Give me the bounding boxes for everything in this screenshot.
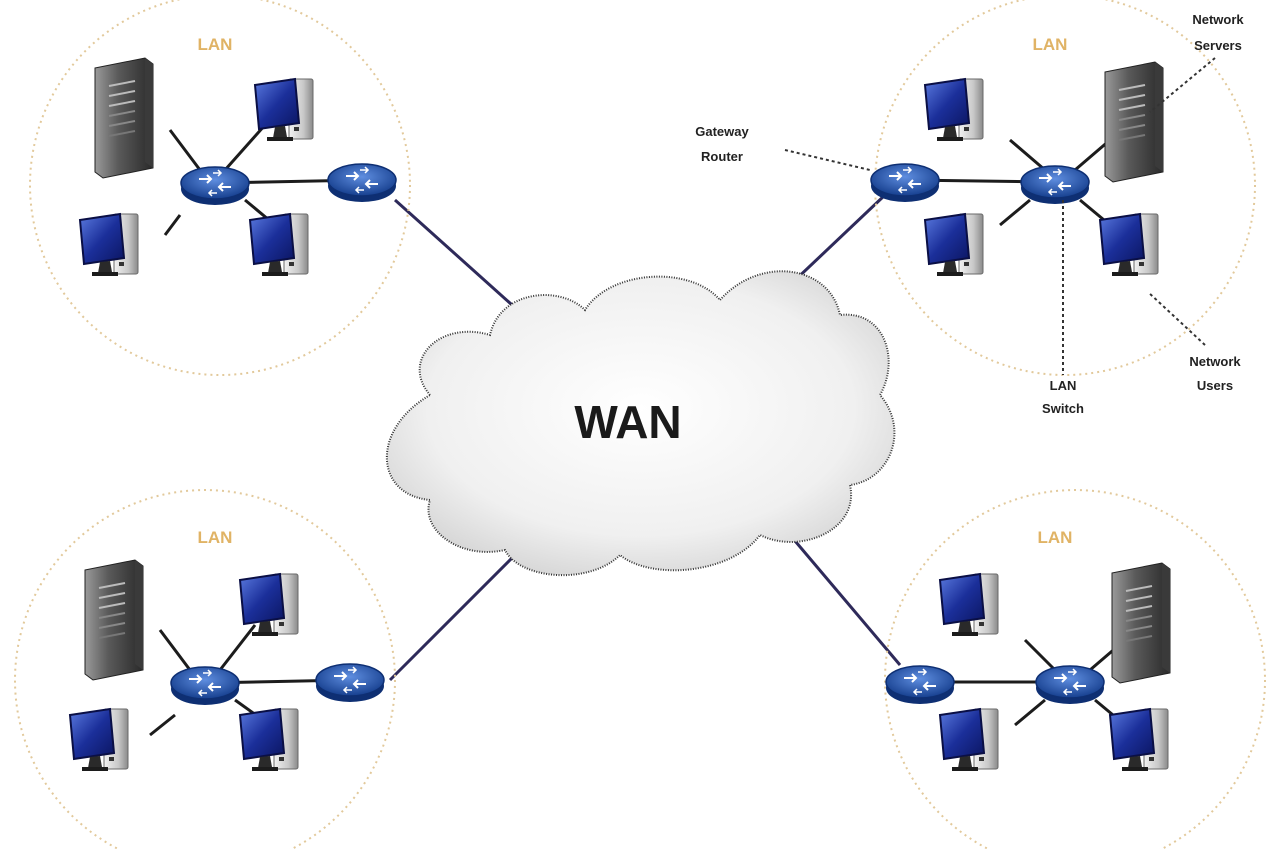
callout-line: Servers [1194,38,1242,53]
server-icon [1104,61,1164,183]
lan-boundary [884,489,1266,849]
workstation-icon [1099,213,1159,277]
callout-line: Gateway [695,124,749,139]
callout-line: Users [1197,378,1233,393]
lan-label: LAN [1038,528,1073,547]
callout-line: LAN [1050,378,1077,393]
callout-network-servers: Network Servers [1149,12,1244,113]
wan-link-top-right [788,193,887,287]
wan-cloud: WAN [385,270,896,577]
workstation-icon [924,78,984,142]
lan-boundary [14,489,396,849]
workstation-icon [79,213,139,277]
lan-switch-icon [1035,665,1105,705]
workstation-icon [249,213,309,277]
callout-line: Network [1189,354,1241,369]
callout-network-users: Network Users [1147,291,1241,393]
workstation-icon [239,573,299,637]
callout-line: Switch [1042,401,1084,416]
lan-boundary [874,0,1256,376]
lan-bottom-right: LAN [884,489,1266,849]
lan-boundary [29,0,411,376]
workstation-icon [939,708,999,772]
lan-switch-icon [180,166,250,206]
server-icon [1111,562,1171,684]
wan-label: WAN [574,396,681,448]
lan-label: LAN [198,528,233,547]
callout-line: Network [1192,12,1244,27]
callout-gateway-router: Gateway Router [695,124,871,171]
workstation-icon [254,78,314,142]
lan-top-right: LAN [870,0,1256,376]
wan-link-bottom-right [788,534,902,666]
callout-line: Router [701,149,743,164]
workstation-icon [939,573,999,637]
server-icon [84,559,144,681]
gateway-router-icon [870,163,940,203]
workstation-icon [1109,708,1169,772]
gateway-router-icon [885,665,955,705]
gateway-router-icon [327,163,397,203]
lan-label: LAN [198,35,233,54]
server-icon [94,57,154,179]
lan-switch-icon [1020,165,1090,205]
gateway-router-icon [315,663,385,703]
workstation-icon [239,708,299,772]
lan-label: LAN [1033,35,1068,54]
wan-link-bottom-left [388,553,517,682]
workstation-icon [924,213,984,277]
workstation-icon [69,708,129,772]
lan-switch-icon [170,666,240,706]
lan-bottom-left: LAN [14,489,396,849]
lan-top-left: LAN [29,0,411,376]
callout-lan-switch: LAN Switch [1042,200,1084,416]
